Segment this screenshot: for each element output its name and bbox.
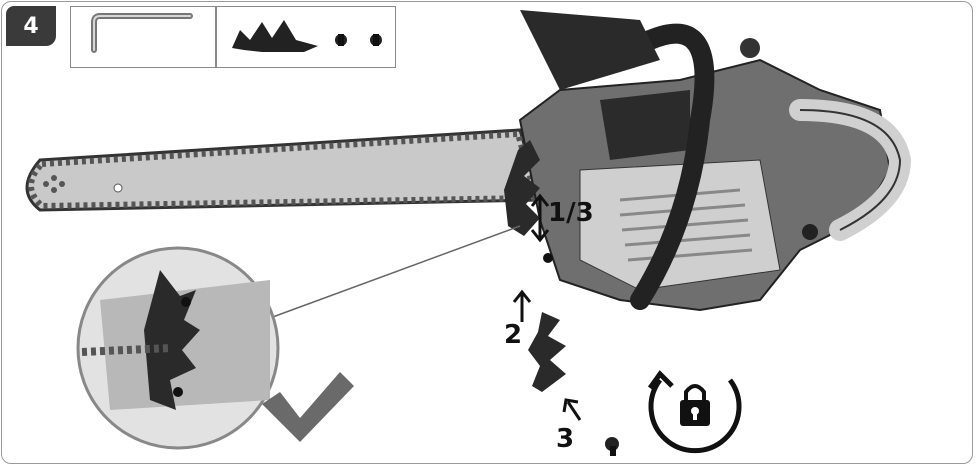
step-3-label: 3 (556, 424, 574, 454)
screw-icon (370, 34, 382, 46)
arrow-step-2-icon (514, 292, 530, 322)
bumper-spike-part (528, 312, 566, 392)
hex-key-icon (94, 16, 190, 50)
chainsaw-body (520, 10, 900, 310)
detail-callout (78, 226, 520, 448)
rotate-lock-icon (650, 374, 739, 451)
arrow-step-3-icon (564, 400, 580, 420)
screw-icon (335, 34, 347, 46)
screw-part-icon (605, 437, 619, 456)
step-2-label: 2 (504, 320, 522, 350)
chainsaw-bar (27, 130, 540, 210)
bumper-spike-icon (232, 20, 318, 52)
distance-label: 1/3 (548, 198, 594, 228)
check-icon (262, 372, 354, 442)
